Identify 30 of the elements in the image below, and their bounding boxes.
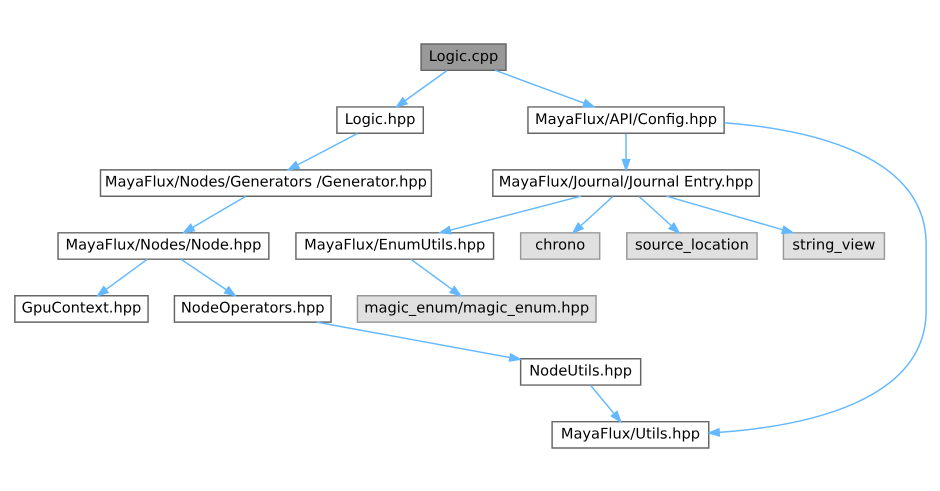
node-box: source_location — [626, 232, 758, 260]
node-box: magic_enum/magic_enum.hpp — [356, 294, 596, 322]
arrow — [494, 69, 596, 108]
arrow — [180, 258, 236, 296]
arrow — [410, 258, 462, 296]
node-box: Logic.cpp — [420, 42, 506, 71]
node-box: NodeUtils.hpp — [519, 357, 641, 386]
node-box: NodeOperators.hpp — [173, 294, 332, 322]
node-box: MayaFlux/Nodes/Generators /Generator.hpp — [99, 168, 432, 196]
arrow — [286, 132, 358, 170]
arrow — [394, 69, 447, 108]
node-box: string_view — [782, 232, 885, 260]
node-box: MayaFlux/API/Config.hpp — [526, 106, 724, 134]
arrow — [438, 195, 581, 234]
node-box: Logic.hpp — [336, 106, 424, 134]
arrow — [95, 258, 148, 296]
node-box: MayaFlux/Nodes/Node.hpp — [56, 232, 270, 260]
arrow — [570, 196, 613, 234]
node-box: MayaFlux/Utils.hpp — [550, 420, 709, 448]
node-box: MayaFlux/Journal/Journal Entry.hpp — [492, 168, 760, 196]
arrow — [316, 320, 522, 362]
arrow — [638, 196, 680, 234]
node-box: MayaFlux/EnumUtils.hpp — [294, 232, 494, 260]
arrow — [706, 122, 926, 436]
arrow — [181, 195, 246, 234]
node-box: GpuContext.hpp — [14, 294, 148, 322]
arrow — [590, 384, 622, 423]
arrow — [620, 133, 630, 172]
arrow — [666, 195, 794, 234]
node-box: chrono — [519, 232, 600, 260]
